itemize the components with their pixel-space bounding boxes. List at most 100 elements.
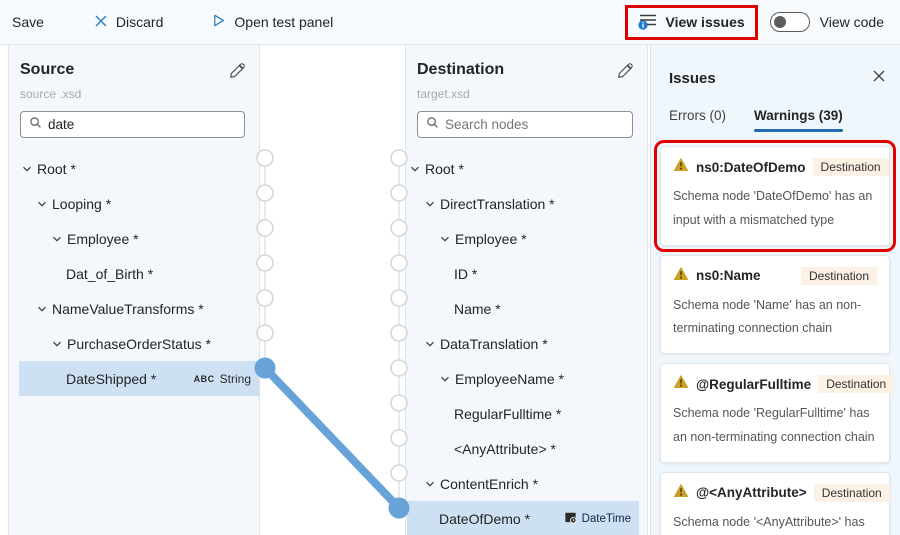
connection-point-source[interactable] — [257, 325, 273, 341]
issue-title: @RegularFulltime — [696, 377, 811, 392]
tree-node-dat-of-birth[interactable]: Dat_of_Birth * — [19, 256, 259, 291]
tree-node-root[interactable]: Root * — [19, 151, 259, 186]
connection-point-source[interactable] — [257, 290, 273, 306]
view-code-toggle[interactable] — [770, 12, 810, 32]
destination-search-input[interactable] — [445, 117, 624, 132]
source-panel-header: Source source .xsd — [9, 45, 259, 138]
source-search-input[interactable] — [48, 117, 236, 132]
tree-node-label: Name * — [454, 301, 501, 317]
chevron-down-icon[interactable] — [439, 233, 455, 245]
tree-node-label: Employee * — [455, 231, 527, 247]
tree-node-label: DataTranslation * — [440, 336, 548, 352]
connection-point-destination[interactable] — [391, 185, 407, 201]
tree-node-label: PurchaseOrderStatus * — [67, 336, 211, 352]
connection-point-destination-connected[interactable] — [389, 498, 410, 519]
tree-node-regularfulltime[interactable]: RegularFulltime * — [407, 396, 639, 431]
warning-icon — [673, 157, 689, 177]
open-test-panel-label: Open test panel — [234, 14, 333, 30]
connection-point-destination[interactable] — [391, 360, 407, 376]
connection-point-source[interactable] — [257, 255, 273, 271]
tree-node-anyattribute[interactable]: <AnyAttribute> * — [407, 431, 639, 466]
open-test-panel-button[interactable]: Open test panel — [211, 13, 333, 31]
tree-node-datatranslation[interactable]: DataTranslation * — [407, 326, 639, 361]
tree-node-label: Root * — [425, 161, 464, 177]
view-issues-label: View issues — [666, 14, 745, 30]
destination-panel-title: Destination — [417, 61, 504, 79]
tree-node-directtranslation[interactable]: DirectTranslation * — [407, 186, 639, 221]
destination-badge: Destination — [813, 158, 889, 176]
connection-point-source[interactable] — [257, 150, 273, 166]
tree-node-label: NameValueTransforms * — [52, 301, 204, 317]
connection-point-source[interactable] — [257, 220, 273, 236]
destination-schema-filename: target.xsd — [417, 87, 633, 101]
tab-warnings[interactable]: Warnings (39) — [754, 108, 843, 132]
play-icon — [211, 13, 226, 31]
pencil-icon — [617, 63, 633, 79]
issue-card-ns0-dateofdemo[interactable]: ns0:DateOfDemoDestinationSchema node 'Da… — [660, 146, 890, 246]
connection-point-destination[interactable] — [391, 465, 407, 481]
issues-tabs: Errors (0) Warnings (39) — [651, 108, 900, 132]
tree-node-employee[interactable]: Employee * — [407, 221, 639, 256]
chevron-down-icon[interactable] — [21, 163, 37, 175]
destination-panel: Destination target.xsd Root * DirectTrans… — [405, 45, 648, 535]
chevron-down-icon[interactable] — [424, 338, 440, 350]
connection-point-source-connected[interactable] — [255, 358, 276, 379]
chevron-down-icon[interactable] — [409, 163, 425, 175]
discard-button[interactable]: Discard — [94, 14, 163, 31]
tab-errors[interactable]: Errors (0) — [669, 108, 726, 132]
search-icon — [29, 116, 42, 134]
chevron-down-icon[interactable] — [439, 373, 455, 385]
issue-card-anyattribute[interactable]: @<AnyAttribute>DestinationSchema node '<… — [660, 472, 890, 535]
view-code-label: View code — [820, 14, 884, 30]
chevron-down-icon[interactable] — [424, 478, 440, 490]
chevron-down-icon[interactable] — [51, 338, 67, 350]
edit-destination-schema-button[interactable] — [617, 61, 633, 84]
node-type-badge: DateTime — [564, 511, 631, 527]
view-issues-button[interactable]: View issues — [638, 12, 745, 33]
save-button[interactable]: Save — [12, 14, 44, 30]
connection-point-source[interactable] — [257, 185, 273, 201]
connection-point-destination[interactable] — [391, 395, 407, 411]
chevron-down-icon[interactable] — [51, 233, 67, 245]
issue-description: Schema node 'RegularFulltime' has an non… — [673, 402, 877, 450]
tree-node-namevaluetransforms[interactable]: NameValueTransforms * — [19, 291, 259, 326]
search-icon — [426, 116, 439, 134]
warning-icon — [673, 266, 689, 286]
close-issues-button[interactable] — [872, 69, 886, 88]
connection-point-destination[interactable] — [391, 150, 407, 166]
chevron-down-icon[interactable] — [36, 198, 52, 210]
chevron-down-icon[interactable] — [424, 198, 440, 210]
chevron-down-icon[interactable] — [36, 303, 52, 315]
node-type-label: DateTime — [582, 513, 631, 525]
tree-node-label: ID * — [454, 266, 477, 282]
connection-point-destination[interactable] — [391, 430, 407, 446]
tree-node-label: ContentEnrich * — [440, 476, 538, 492]
source-panel-title: Source — [20, 61, 74, 79]
tree-node-looping[interactable]: Looping * — [19, 186, 259, 221]
connection-point-destination[interactable] — [391, 255, 407, 271]
issue-card-list: ns0:DateOfDemoDestinationSchema node 'Da… — [651, 132, 900, 535]
issues-panel: Issues Errors (0) Warnings (39) ns0:Date… — [650, 45, 900, 535]
tree-node-purchaseorderstatus[interactable]: PurchaseOrderStatus * — [19, 326, 259, 361]
datetime-icon — [564, 511, 577, 527]
connection-point-destination[interactable] — [391, 290, 407, 306]
issue-description: Schema node 'Name' has an non-terminatin… — [673, 294, 877, 342]
pencil-icon — [229, 63, 245, 79]
tree-node-contentenrich[interactable]: ContentEnrich * — [407, 466, 639, 501]
connection-point-destination[interactable] — [391, 325, 407, 341]
issue-card-regularfulltime[interactable]: @RegularFulltimeDestinationSchema node '… — [660, 363, 890, 463]
tree-node-employeename[interactable]: EmployeeName * — [407, 361, 639, 396]
issue-card-ns0-name[interactable]: ns0:NameDestinationSchema node 'Name' ha… — [660, 255, 890, 355]
tree-node-dateshipped[interactable]: DateShipped *ABCString — [19, 361, 259, 396]
destination-badge: Destination — [801, 267, 877, 285]
tree-node-id[interactable]: ID * — [407, 256, 639, 291]
issue-description: Schema node '<AnyAttribute>' has an non-… — [673, 511, 877, 535]
destination-badge: Destination — [814, 484, 890, 502]
tree-node-root[interactable]: Root * — [407, 151, 639, 186]
edit-source-schema-button[interactable] — [229, 61, 245, 84]
tree-node-employee[interactable]: Employee * — [19, 221, 259, 256]
tree-node-dateofdemo[interactable]: DateOfDemo *DateTime — [407, 501, 639, 535]
tree-node-label: DateShipped * — [66, 371, 156, 387]
connection-point-destination[interactable] — [391, 220, 407, 236]
tree-node-name[interactable]: Name * — [407, 291, 639, 326]
